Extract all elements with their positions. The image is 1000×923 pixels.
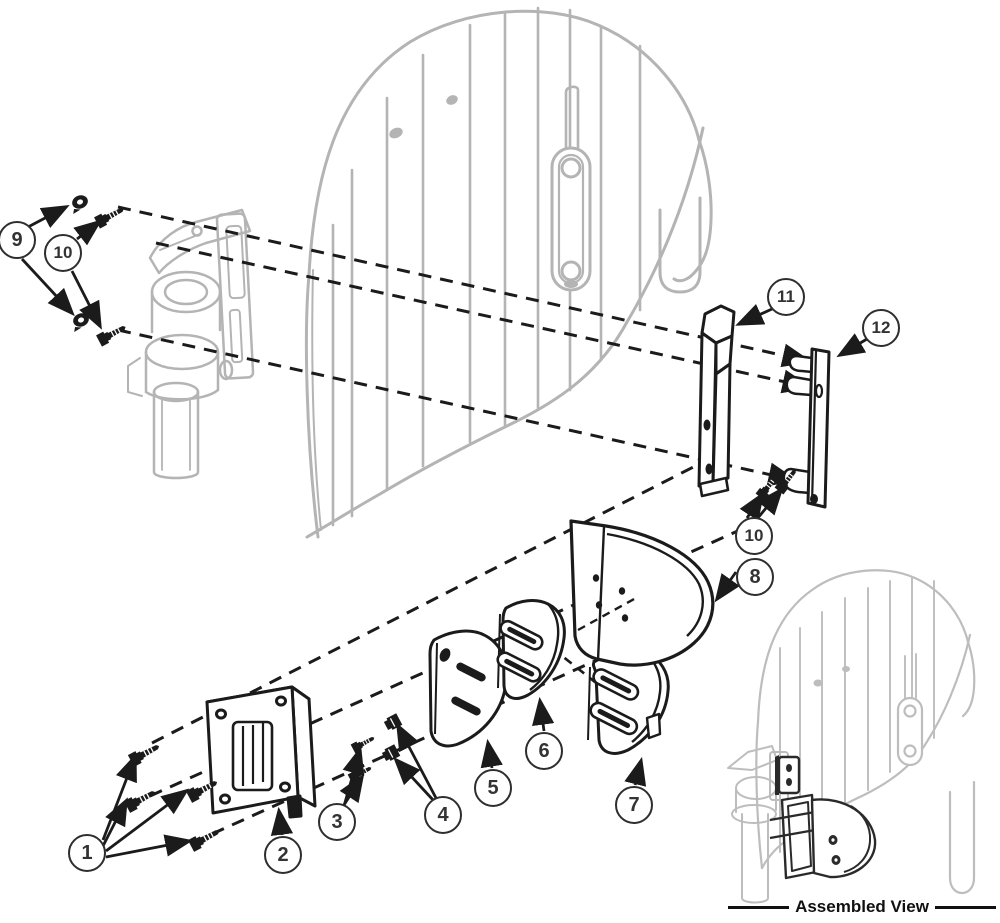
caption-right-rule bbox=[934, 905, 997, 909]
receiver-bracket-part-8 bbox=[569, 519, 715, 667]
callout-8: 8 bbox=[736, 558, 774, 596]
mounting-plate-part-2 bbox=[205, 685, 317, 819]
callout-7: 7 bbox=[615, 786, 653, 824]
cane-clamp-drawing bbox=[127, 208, 255, 480]
callout-1: 1 bbox=[68, 834, 106, 872]
slotted-bracket-part-6 bbox=[496, 599, 566, 700]
cover-bracket-part-7 bbox=[587, 649, 670, 755]
callout-11: 11 bbox=[767, 278, 805, 316]
curved-plate-part-5 bbox=[428, 629, 509, 748]
callout-4: 4 bbox=[424, 796, 462, 834]
callout-12: 12 bbox=[862, 309, 900, 347]
assembled-view-caption: Assembled View bbox=[728, 897, 997, 917]
backrest-shell-drawing bbox=[304, 6, 713, 539]
callout-10-right: 10 bbox=[735, 517, 773, 555]
caption-text: Assembled View bbox=[795, 897, 929, 916]
caption-left-rule bbox=[728, 905, 790, 909]
callout-3: 3 bbox=[318, 803, 356, 841]
callout-5: 5 bbox=[474, 769, 512, 807]
fastener-hardware bbox=[67, 193, 801, 853]
screw-icon bbox=[350, 732, 378, 754]
callout-leader-lines bbox=[20, 205, 868, 859]
callout-9: 9 bbox=[0, 221, 36, 259]
screw-icon bbox=[123, 785, 159, 814]
callout-6: 6 bbox=[525, 732, 563, 770]
callout-10-left: 10 bbox=[44, 234, 82, 272]
nut-icon bbox=[67, 193, 91, 215]
latch-plate-part-12 bbox=[782, 347, 831, 509]
assembled-view-hardware-drawing bbox=[769, 755, 877, 880]
nut-icon bbox=[68, 311, 92, 333]
hinge-bracket-part-11 bbox=[697, 304, 736, 498]
callout-2: 2 bbox=[264, 836, 302, 874]
assembly-axis-dashed-lines bbox=[117, 205, 813, 836]
screw-icon bbox=[187, 824, 223, 853]
